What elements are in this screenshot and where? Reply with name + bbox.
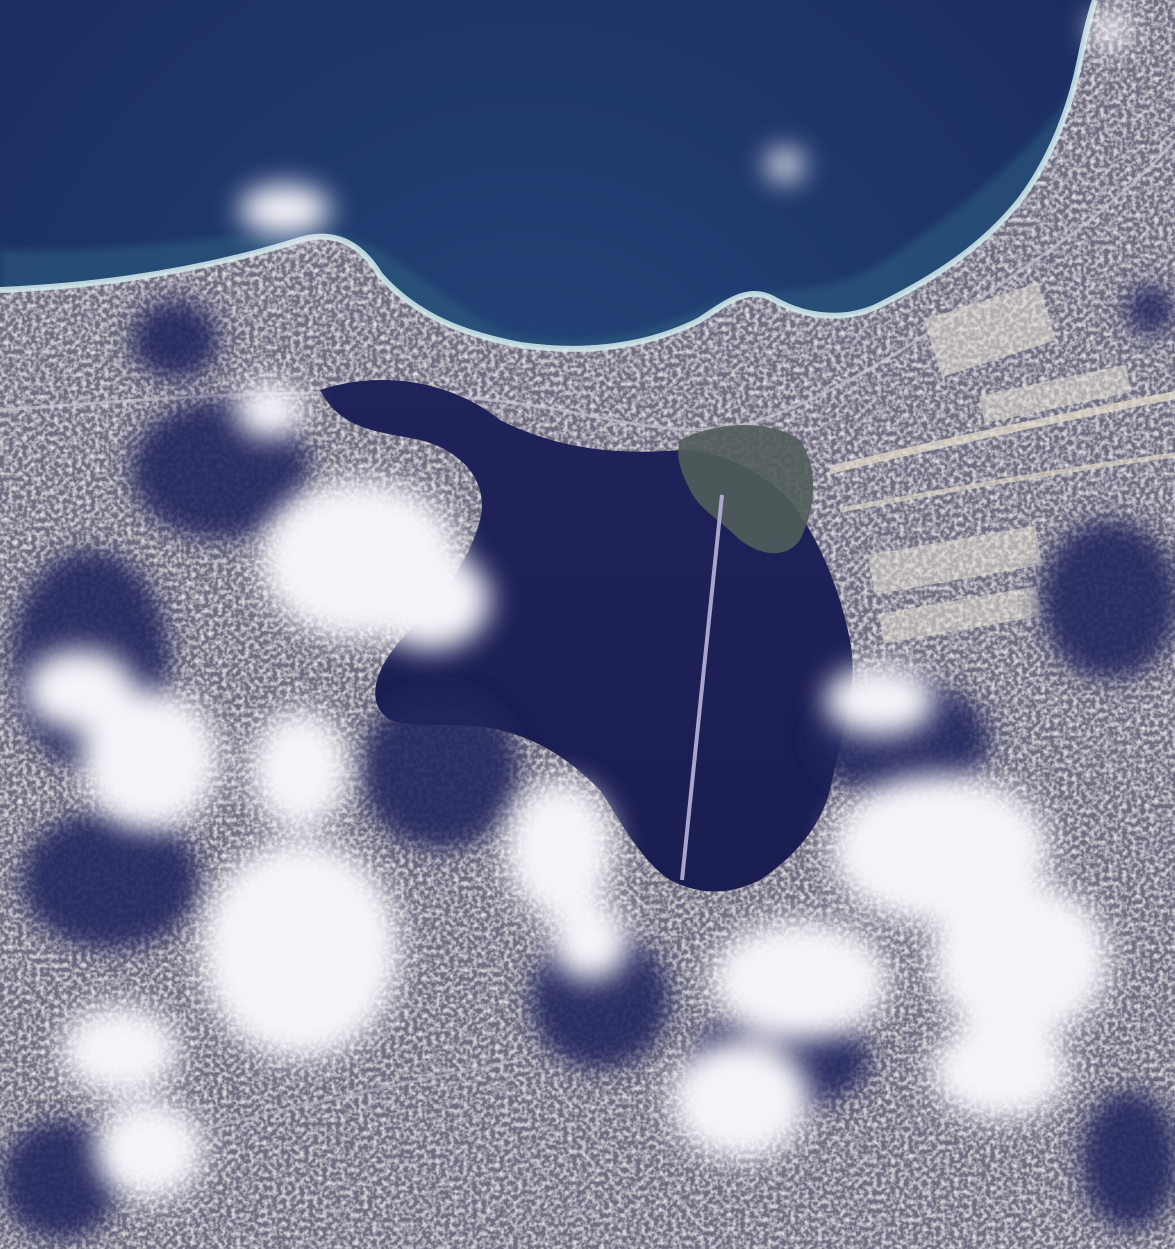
highway-2 — [839, 452, 1175, 513]
highway — [829, 391, 1175, 474]
district-blocks — [867, 282, 1132, 644]
clouds — [25, 12, 1130, 1200]
wetland — [678, 425, 814, 554]
surf-line — [0, 0, 1098, 352]
interior-road — [199, 1058, 521, 1132]
bridge — [680, 494, 724, 881]
